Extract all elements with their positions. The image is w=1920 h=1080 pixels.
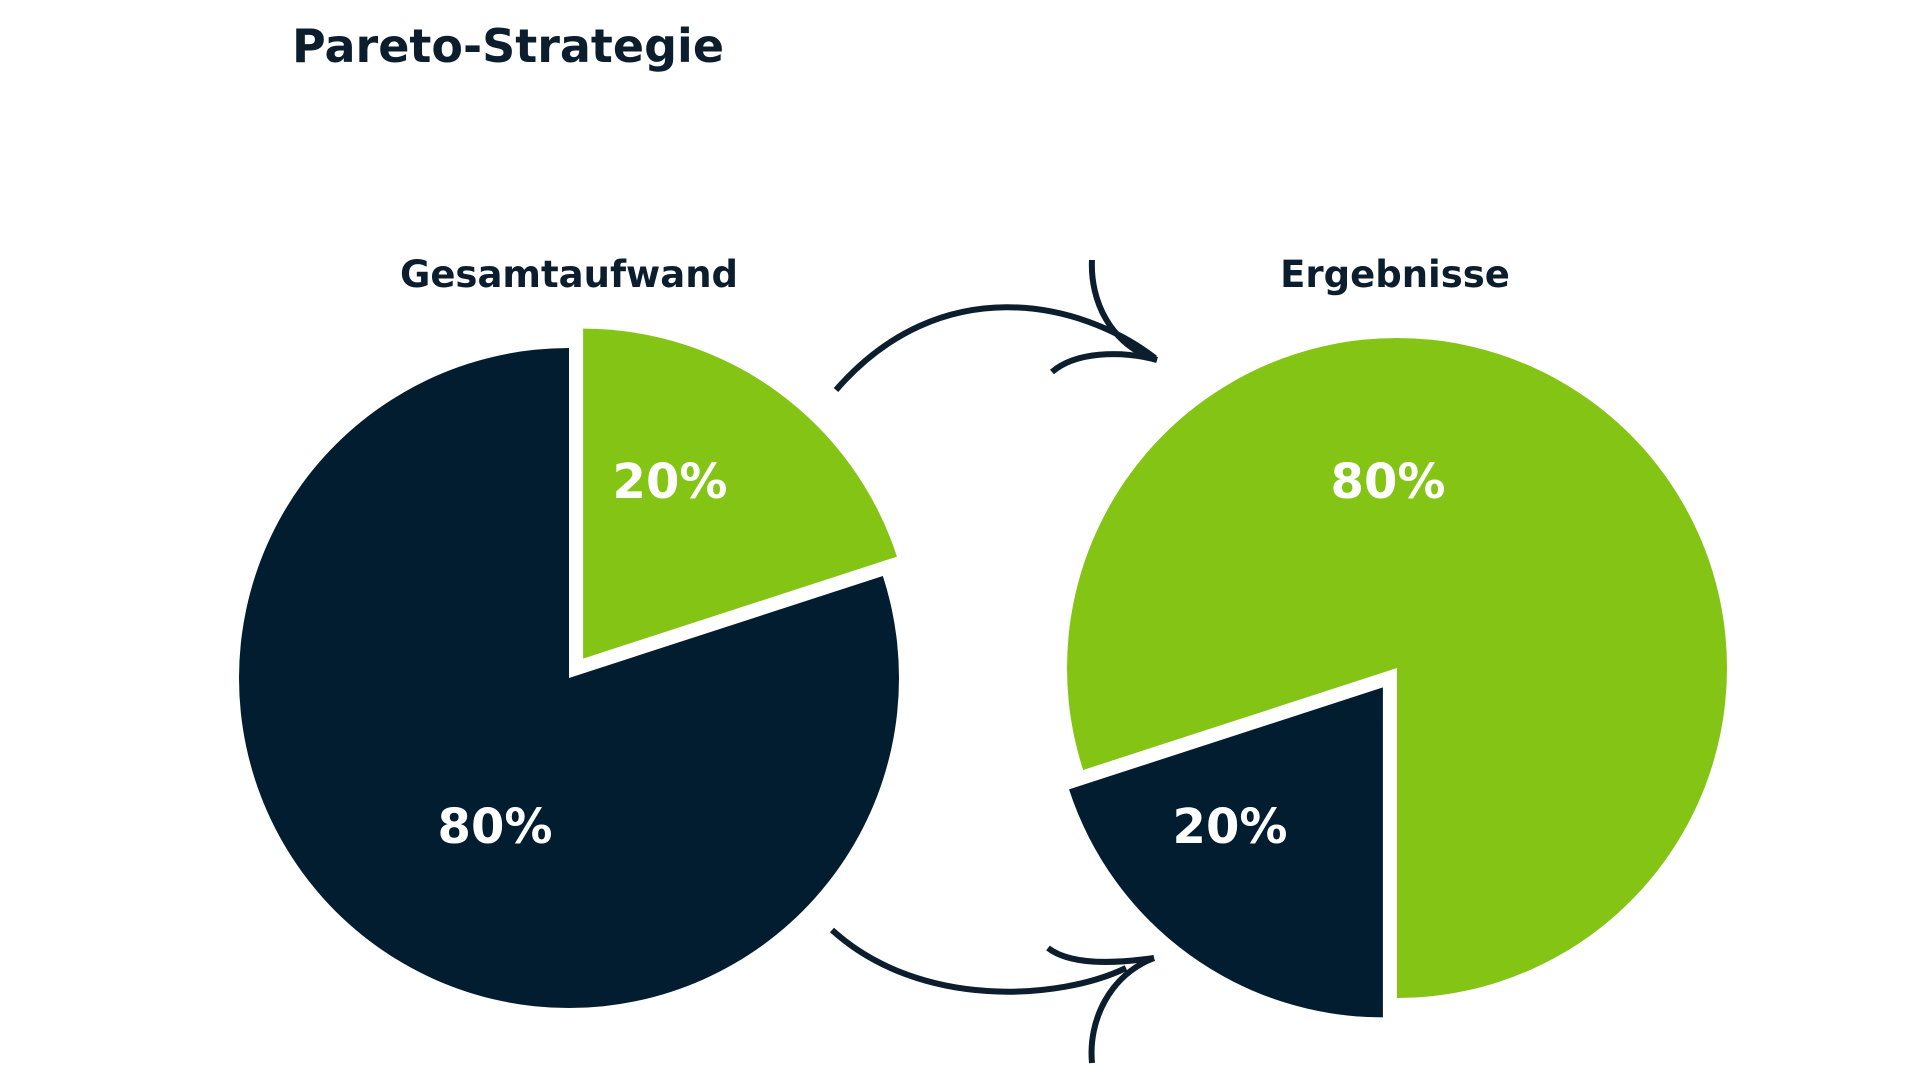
slice-label-results-small: 20% [1173, 799, 1288, 855]
pie-title-effort: Gesamtaufwand [400, 253, 738, 296]
pie-title-results: Ergebnisse [1280, 253, 1510, 296]
slice-label-effort-large: 80% [438, 799, 553, 855]
page-title: Pareto-Strategie [292, 19, 724, 73]
arrow-top-icon [833, 259, 1158, 392]
pie-slice-results-large [1067, 338, 1728, 999]
slice-label-results-large: 80% [1331, 454, 1446, 510]
arrow-bottom-icon [829, 927, 1156, 1064]
pie-chart-effort: Gesamtaufwand 20% 80% [238, 253, 899, 1008]
pie-slice-results-small [1069, 687, 1383, 1018]
slice-label-effort-small: 20% [613, 454, 728, 510]
pie-chart-results: Ergebnisse 80% 20% [1067, 253, 1728, 1018]
pie-slice-effort-large [238, 348, 899, 1008]
pie-slice-effort-small [583, 328, 897, 659]
